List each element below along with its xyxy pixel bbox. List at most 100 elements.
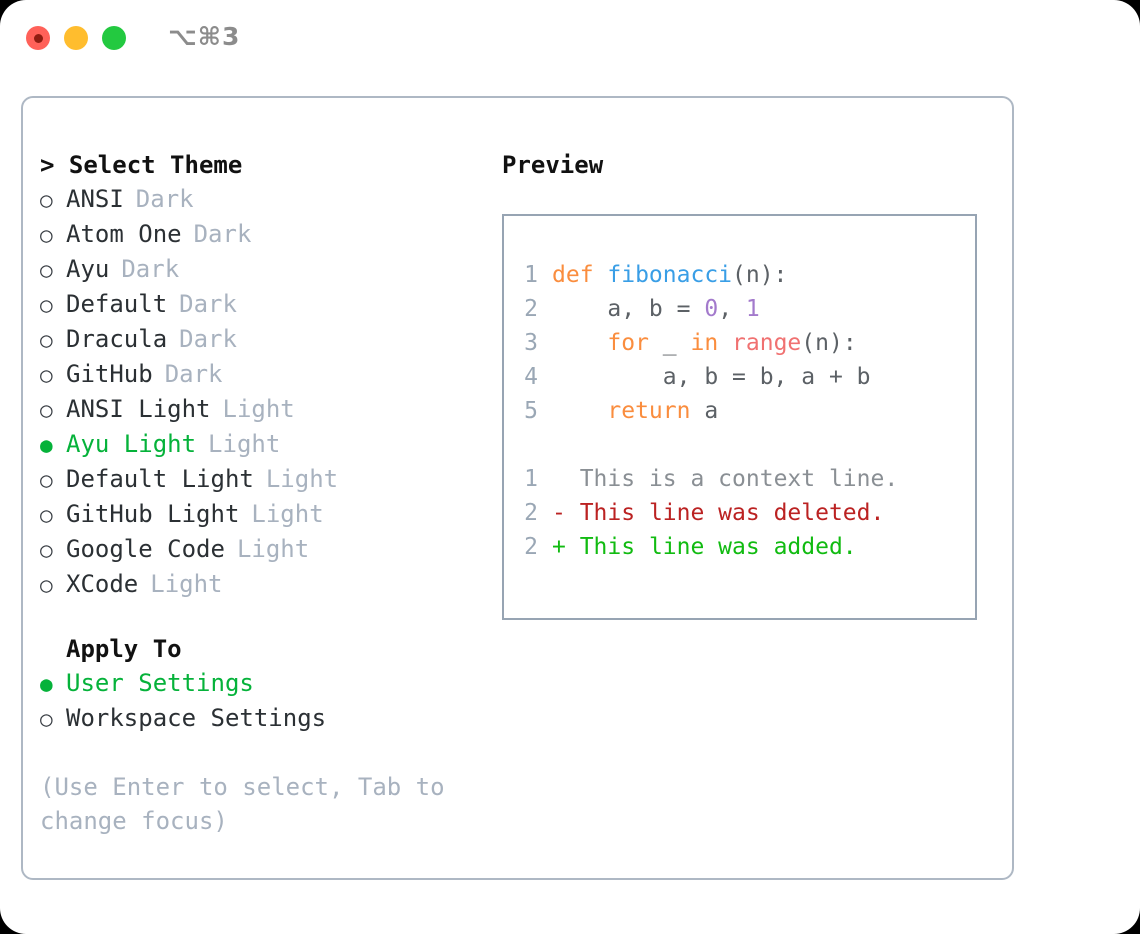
option-label: Default Light [66,465,254,493]
option-label: Atom One [66,220,182,248]
diff-content-ctx: This is a context line. [552,462,899,496]
radio-unselected-icon: ○ [40,503,53,527]
token-punct: , [718,296,746,322]
option-label: GitHub Light [66,500,240,528]
radio-unselected-icon: ○ [40,363,53,387]
option-tag: Light [265,465,339,493]
token-punct: (n): [732,262,788,288]
option-tag: Dark [193,220,252,248]
token-kw: def [552,262,608,288]
diff-sample: 1 This is a context line.2- This line wa… [516,462,975,564]
diff-text: This line was added. [565,534,857,560]
line-number: 2 [524,296,538,322]
option-tag: Light [251,500,324,528]
line-number: 2 [524,500,538,526]
minimize-button[interactable] [64,26,88,50]
option-label: ANSI Light [66,395,211,423]
option-label: Dracula [66,325,168,353]
keyboard-hint-text: (Use Enter to select, Tab to change focu… [40,773,445,835]
option-label: GitHub [66,360,153,388]
diff-line: 1 This is a context line. [516,462,975,496]
token-id: _ [648,330,691,356]
token-id: a, b = b, a + b [552,364,871,390]
option-label: ANSI [66,185,124,213]
token-id [552,330,607,356]
theme-option-9[interactable]: ○ GitHub Light Light [40,497,500,532]
token-fn: fibonacci [607,262,733,288]
radio-unselected-icon: ○ [40,188,53,212]
theme-option-0[interactable]: ○ ANSI Dark [40,182,500,217]
code-line: 3 for _ in range(n): [516,326,975,360]
token-id [718,330,732,356]
apply-to-option-list: ● User Settings ○Workspace Settings [40,666,500,736]
radio-unselected-icon: ○ [40,707,53,731]
radio-unselected-icon: ○ [40,538,53,562]
apply-to-option-1[interactable]: ○Workspace Settings [40,701,500,736]
radio-unselected-icon: ○ [40,573,53,597]
token-id: a, b = [552,296,705,322]
token-num: 1 [745,296,760,322]
line-number: 1 [524,466,538,492]
code-line: 4 a, b = b, a + b [516,360,975,394]
theme-option-8[interactable]: ○ Default Light Light [40,462,500,497]
theme-option-4[interactable]: ○ Dracula Dark [40,322,500,357]
token-kw: return [607,398,691,424]
radio-unselected-icon: ○ [40,258,53,282]
code-line: 5 return a [516,394,975,428]
radio-unselected-icon: ○ [40,468,53,492]
code-content: return a [552,394,718,428]
diff-text: This line was deleted. [565,500,885,526]
code-content: for _ in range(n): [552,326,857,360]
close-button[interactable] [26,26,50,50]
line-number: 4 [524,364,538,390]
option-label: Default [66,290,168,318]
apply-to-header: Apply To [66,635,182,663]
select-theme-header: > Select Theme [40,151,243,179]
line-number: 1 [524,262,538,288]
option-tag: Dark [121,255,180,283]
title-bar: ⌥⌘3 [0,0,1140,78]
preview-title: Preview [502,151,604,179]
theme-option-1[interactable]: ○ Atom One Dark [40,217,500,252]
option-tag: Light [222,395,295,423]
code-line: 1 def fibonacci(n): [516,258,975,292]
diff-sign [552,466,566,492]
option-tag: Light [236,535,310,563]
option-label: User Settings [66,669,254,697]
line-number: 5 [524,398,538,424]
diff-sign: + [552,534,566,560]
code-line: 2 a, b = 0, 1 [516,292,975,326]
option-tag: Dark [135,185,194,213]
option-tag: Light [208,430,281,458]
diff-line: 2 + This line was added. [516,530,975,564]
line-number: 3 [524,330,538,356]
token-kw: for [607,330,649,356]
zoom-button[interactable] [102,26,126,50]
radio-unselected-icon: ○ [40,223,53,247]
token-num: 0 [704,296,719,322]
code-content: a, b = b, a + b [552,360,871,394]
token-id: a [690,398,719,424]
radio-selected-icon: ● [40,433,53,457]
diff-line: 2- This line was deleted. [516,496,975,530]
option-tag: Dark [179,325,237,353]
token-punct: (n): [801,330,857,356]
code-content: def fibonacci(n): [552,258,787,292]
line-number: 2 [524,534,538,560]
radio-unselected-icon: ○ [40,293,53,317]
apply-to-option-0[interactable]: ● User Settings [40,666,500,701]
token-call: range [732,330,802,356]
token-id [552,398,607,424]
radio-selected-icon: ● [40,672,53,696]
option-tag: Light [150,570,223,598]
radio-unselected-icon: ○ [40,328,53,352]
